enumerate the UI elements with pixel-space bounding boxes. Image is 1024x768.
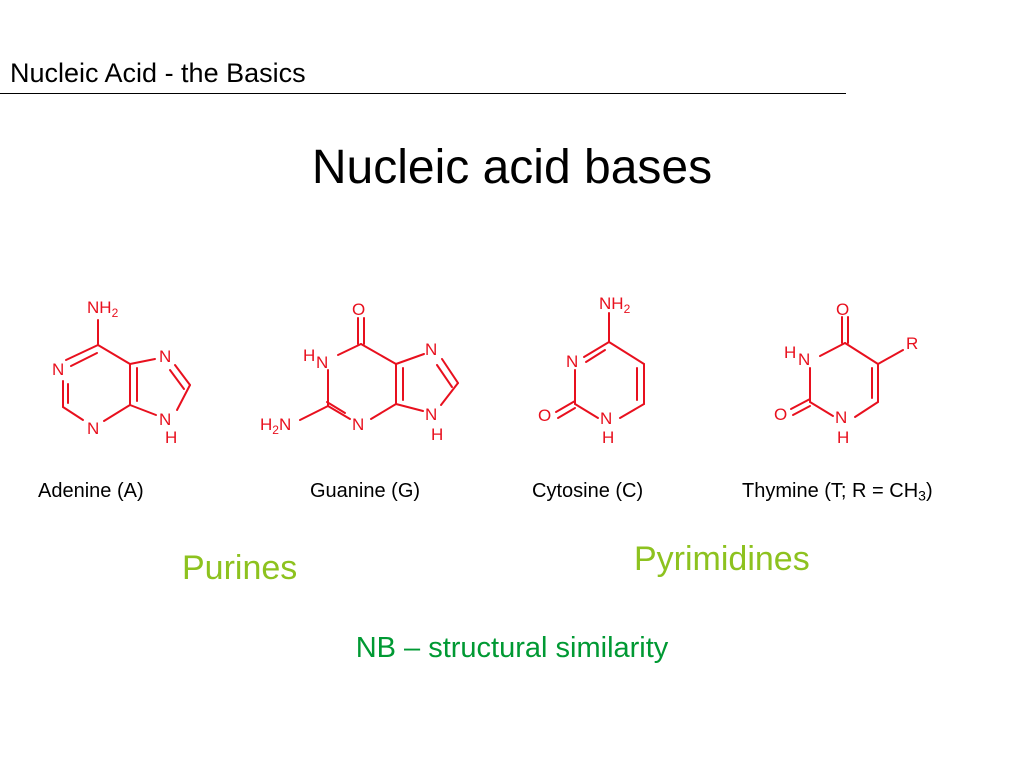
atom-label: N (52, 360, 64, 379)
bond (169, 369, 185, 390)
atom-label: NH2 (599, 294, 631, 316)
bond (619, 403, 645, 419)
bond (395, 403, 424, 412)
atom-label: H (837, 428, 849, 447)
atom-label: H (303, 346, 315, 365)
bond (436, 364, 453, 388)
bond (583, 341, 610, 358)
bond (555, 400, 576, 413)
header-divider (0, 93, 846, 94)
bond (440, 382, 459, 406)
atom-label: N (798, 350, 810, 369)
atom-label: H2N (260, 415, 291, 437)
atom-label: H (784, 343, 796, 362)
bond (819, 342, 846, 357)
bond (585, 349, 606, 363)
bond (337, 343, 362, 356)
atom-label: O (836, 300, 849, 319)
thymine-structure: O R H N O N H (774, 300, 918, 447)
atom-label: N (159, 410, 171, 429)
slide-title: Nucleic acid bases (311, 141, 713, 194)
purines-label: Purines (182, 549, 298, 587)
atom-label: N (352, 415, 364, 434)
bond (844, 342, 879, 365)
pyrimidines-label: Pyrimidines (634, 540, 810, 578)
bond (129, 404, 157, 416)
atom-label: R (906, 334, 918, 353)
atom-label: N (600, 409, 612, 428)
bond (326, 401, 346, 414)
bond (129, 358, 156, 365)
bond (360, 343, 397, 365)
atom-label: N (425, 340, 437, 359)
thymine-caption-end: ) (925, 480, 933, 502)
atom-label: H (165, 428, 177, 447)
bond (62, 406, 84, 421)
bond (174, 364, 191, 386)
bond (557, 407, 576, 419)
thymine-caption: Thymine (T; R = CH3) (742, 480, 933, 503)
atom-label: N (87, 419, 99, 438)
bond (327, 405, 351, 420)
bond (176, 384, 191, 411)
atom-label: N (316, 353, 328, 372)
atom-label: O (774, 405, 787, 424)
bond (97, 344, 131, 365)
atom-label: N (425, 405, 437, 424)
bond (790, 398, 811, 410)
atom-label: H (602, 428, 614, 447)
bond (877, 349, 904, 365)
bond (370, 403, 397, 420)
similarity-note: NB – structural similarity (355, 632, 669, 664)
bond (574, 403, 599, 419)
slide-header: Nucleic Acid - the Basics (10, 58, 306, 88)
bond (792, 405, 811, 416)
bond (608, 341, 645, 365)
atom-label: H (431, 425, 443, 444)
atom-label: O (352, 300, 365, 319)
bond (103, 404, 131, 422)
guanine-caption: Guanine (G) (310, 480, 421, 502)
cytosine-caption: Cytosine (C) (532, 480, 644, 502)
adenine-caption: Adenine (A) (38, 480, 144, 502)
bond (70, 352, 98, 367)
thymine-caption-subscript: 3 (918, 487, 926, 504)
guanine-structure: O H N N H2N N N H (260, 300, 459, 444)
bond (299, 405, 329, 421)
bond (395, 353, 425, 365)
cytosine-structure: NH2 N O N H (538, 294, 645, 447)
atom-label: N (159, 347, 171, 366)
atom-label: N (835, 408, 847, 427)
bond (809, 401, 834, 417)
atom-label: N (566, 352, 578, 371)
thymine-caption-main: Thymine (T; R = CH (742, 480, 919, 502)
atom-label: O (538, 406, 551, 425)
bond (854, 401, 879, 418)
adenine-structure: NH2 N N N N H (52, 298, 191, 447)
bond (441, 358, 459, 384)
bond (65, 344, 99, 361)
atom-label: NH2 (87, 298, 119, 320)
